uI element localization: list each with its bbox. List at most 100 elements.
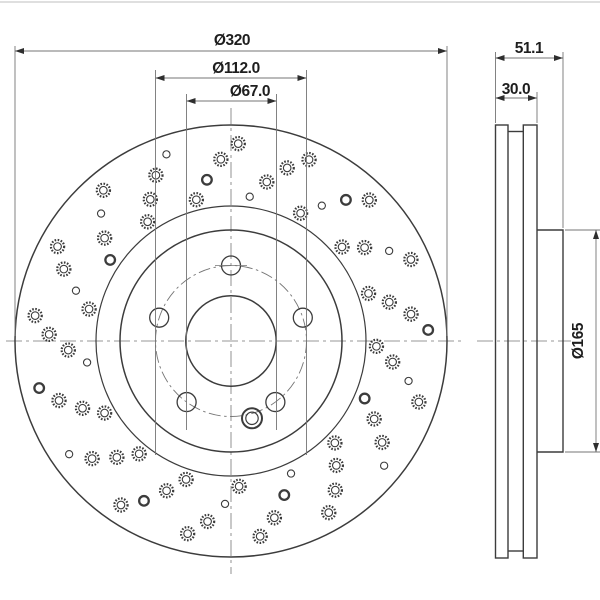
dimension-arrow: [438, 48, 447, 54]
drill-hole-chamfer-ring: [74, 400, 91, 416]
drill-hole-chamfer-ring: [81, 301, 97, 317]
drill-hole-chamfer-ring: [374, 434, 390, 451]
dimension-outer-diameter: Ø320: [14, 32, 448, 336]
drill-hole-chamfer-ring: [95, 182, 112, 198]
drill-hole-bold: [138, 494, 150, 507]
drill-hole: [99, 185, 108, 195]
drill-hole-small: [286, 469, 296, 478]
drill-hole-bold: [278, 489, 291, 501]
drill-hole-chamfer-ring: [230, 135, 246, 152]
dimension-label-hat-diameter: Ø165: [570, 322, 587, 359]
drill-hole-chamfer-ring: [96, 405, 113, 421]
drill-hole: [262, 177, 272, 187]
bolt-hole: [292, 307, 313, 328]
drill-hole-chamfer-ring: [178, 471, 194, 488]
inboard-friction-plate: [522, 124, 538, 559]
drill-hole-chamfer-ring: [321, 504, 337, 521]
drill-hole-bold: [104, 253, 117, 266]
bolt-hole: [265, 391, 286, 413]
drill-hole-small: [384, 246, 394, 256]
dimension-arrow: [593, 443, 599, 452]
dimension-label-disc-thickness: 30.0: [502, 81, 531, 98]
drill-hole-chamfer-ring: [142, 191, 159, 208]
drill-hole: [330, 485, 340, 495]
dimension-arrow: [155, 75, 165, 81]
drill-hole-chamfer-ring: [109, 449, 125, 466]
drill-hole: [143, 217, 152, 227]
dimension-total-height: 51.1: [495, 40, 564, 228]
dimension-arrow: [297, 75, 307, 81]
drill-hole-chamfer-ring: [411, 394, 427, 410]
drill-hole: [331, 461, 341, 470]
drill-hole-small: [404, 376, 413, 386]
drill-hole-chamfer-ring: [361, 192, 378, 208]
friction-band-inner-circle: [95, 205, 367, 477]
drill-hole: [296, 208, 305, 218]
drill-hole-chamfer-ring: [259, 174, 275, 190]
drill-hole: [203, 517, 212, 526]
dimension-bore-diameter: Ø67.0: [186, 83, 277, 430]
hat-edge-circle: [119, 229, 343, 453]
drill-hole: [364, 195, 374, 205]
drill-hole: [181, 475, 191, 484]
drill-hole-small: [317, 201, 326, 210]
drill-hole-chamfer-ring: [49, 238, 66, 255]
outboard-friction-plate: [494, 124, 509, 559]
drill-hole: [414, 397, 424, 407]
drill-hole-chamfer-ring: [84, 450, 100, 467]
drill-hole: [59, 264, 69, 274]
drill-hole-chamfer-ring: [41, 326, 57, 343]
drill-hole-chamfer-ring: [360, 285, 377, 302]
drill-hole: [233, 139, 243, 148]
drill-hole-chamfer-ring: [327, 435, 343, 451]
drill-hole: [406, 309, 416, 319]
drill-hole-chamfer-ring: [279, 160, 295, 176]
drill-hole-bold: [33, 382, 46, 395]
drill-hole: [255, 531, 265, 541]
drill-hole-chamfer-ring: [403, 306, 419, 322]
dimension-bolt-circle-diameter: Ø112.0: [155, 60, 307, 455]
drill-hole: [112, 453, 122, 462]
drill-hole-chamfer-ring: [179, 525, 196, 542]
dimension-disc-thickness: 30.0: [495, 81, 538, 123]
drill-hole-bold: [422, 324, 435, 336]
locating-pin-hole-chamfer: [241, 407, 263, 430]
drill-hole-chamfer-ring: [301, 151, 317, 168]
drill-hole: [116, 500, 126, 510]
drill-hole-small: [82, 358, 92, 367]
drill-hole: [63, 345, 73, 355]
drill-hole: [304, 155, 314, 164]
drill-hole-chamfer-ring: [231, 478, 247, 494]
dimension-arrow: [186, 98, 196, 104]
drill-hole-chamfer-ring: [334, 239, 350, 255]
drill-hole-small: [379, 461, 389, 470]
dimension-arrow: [495, 55, 505, 61]
drill-hole: [191, 195, 201, 205]
drill-hole-chamfer-ring: [368, 338, 385, 355]
drill-hole-chamfer-ring: [96, 230, 113, 246]
dimension-label-total-height: 51.1: [515, 40, 544, 57]
side-view: [477, 124, 571, 559]
dimension-label-bore-diameter: Ø67.0: [230, 83, 270, 100]
drill-hole: [337, 242, 347, 252]
drill-hole-chamfer-ring: [366, 411, 382, 427]
dimension-label-bolt-circle-diameter: Ø112.0: [212, 60, 260, 77]
drill-hole: [216, 154, 226, 164]
drill-hole: [360, 243, 369, 252]
drill-hole-chamfer-ring: [188, 191, 205, 208]
drill-hole-small: [220, 499, 230, 509]
drill-hole-small: [64, 450, 74, 459]
drill-hole: [388, 357, 397, 367]
drill-hole: [53, 242, 62, 251]
drill-hole-chamfer-ring: [27, 307, 43, 324]
drill-hole-chamfer-ring: [266, 510, 283, 526]
drill-hole: [87, 454, 97, 463]
drill-hole-chamfer-ring: [252, 528, 268, 545]
drill-hole: [384, 297, 394, 307]
drill-hole: [330, 438, 340, 448]
drill-hole-small: [245, 192, 254, 201]
dimension-arrow: [554, 55, 563, 61]
